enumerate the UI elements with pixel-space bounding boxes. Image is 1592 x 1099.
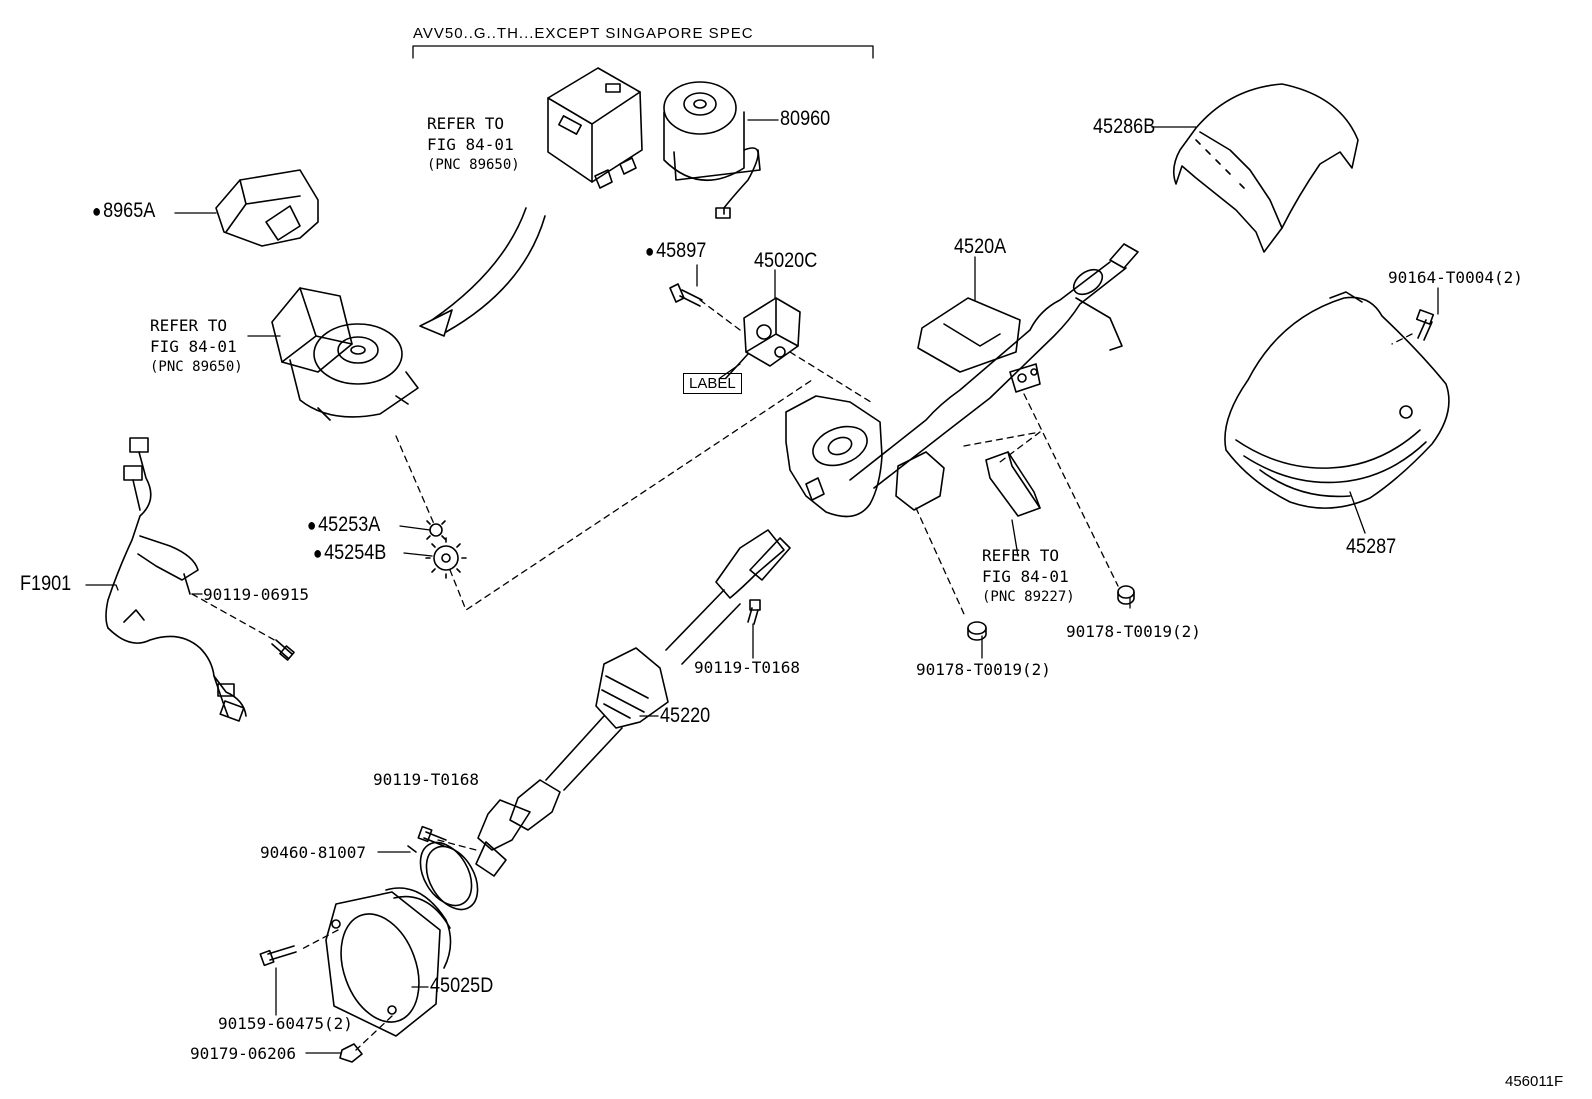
reference-line-1: REFER TO bbox=[427, 114, 505, 133]
bracket-45020c-illustration bbox=[725, 297, 801, 379]
part-label-90178-t0019-left[interactable]: 90178-T0019(2) bbox=[916, 660, 1051, 679]
motor-80960-illustration bbox=[663, 81, 761, 219]
part-label-f1901[interactable]: F1901 bbox=[20, 572, 72, 595]
part-label-45254b[interactable]: 45254B bbox=[313, 542, 386, 563]
reference-note-ecu-89227: REFER TO FIG 84-01 (PNC 89227) bbox=[982, 545, 1075, 608]
part-label-45287[interactable]: 45287 bbox=[1346, 535, 1397, 558]
wiring-harness-illustration bbox=[105, 437, 247, 722]
part-label-45025d[interactable]: 45025D bbox=[430, 974, 494, 997]
label-tag: LABEL bbox=[683, 373, 742, 394]
part-label-45253a[interactable]: 45253A bbox=[307, 514, 380, 535]
part-label-90119-t0168-upper[interactable]: 90119-T0168 bbox=[694, 658, 800, 677]
gear-45254b-illustration bbox=[425, 537, 467, 579]
part-label-90164-t0004[interactable]: 90164-T0004(2) bbox=[1388, 268, 1523, 287]
part-label-45897[interactable]: 45897 bbox=[645, 240, 706, 261]
nut-90178-left-illustration bbox=[967, 621, 987, 641]
reference-line-3: (PNC 89650) bbox=[150, 359, 243, 375]
ecu-module-top-illustration bbox=[547, 67, 643, 189]
part-label-90178-t0019-right[interactable]: 90178-T0019(2) bbox=[1066, 622, 1201, 641]
part-label-8965a[interactable]: 8965A bbox=[92, 200, 155, 221]
reference-note-steering-lock: REFER TO FIG 84-01 (PNC 89650) bbox=[150, 315, 243, 378]
reference-line-3: (PNC 89227) bbox=[982, 589, 1075, 605]
part-label-90119-t0168-lower[interactable]: 90119-T0168 bbox=[373, 770, 479, 789]
assembly-arrow bbox=[419, 207, 546, 337]
cover-8965a-illustration bbox=[215, 169, 319, 247]
reference-line-2: FIG 84-01 bbox=[427, 135, 514, 154]
steering-lock-assembly-illustration bbox=[271, 287, 419, 421]
reference-line-2: FIG 84-01 bbox=[982, 567, 1069, 586]
lower-cover-45287-illustration bbox=[1224, 291, 1450, 509]
nut-90179-illustration bbox=[339, 1043, 363, 1063]
part-label-90460-81007[interactable]: 90460-81007 bbox=[260, 843, 366, 862]
part-label-45020c[interactable]: 45020C bbox=[754, 249, 818, 272]
reference-line-3: (PNC 89650) bbox=[427, 157, 520, 173]
bolt-90159-illustration bbox=[259, 945, 297, 967]
part-label-45220[interactable]: 45220 bbox=[660, 704, 711, 727]
bolt-45897-illustration bbox=[669, 283, 703, 307]
clamp-90460-illustration bbox=[407, 841, 479, 911]
ecu-89227-illustration bbox=[985, 451, 1041, 517]
upper-cover-45286b-illustration bbox=[1172, 83, 1359, 253]
steering-column-4520a-illustration bbox=[785, 243, 1139, 518]
intermediate-shaft-45220-illustration bbox=[475, 529, 791, 877]
leader-lines bbox=[85, 119, 1439, 1054]
figure-id: 456011F bbox=[1505, 1073, 1564, 1090]
part-label-45286b[interactable]: 45286B bbox=[1093, 115, 1156, 138]
bolt-90119-t0168-upper-illustration bbox=[747, 599, 761, 625]
dashed-assembly-lines bbox=[191, 299, 1413, 1051]
boot-45025d-illustration bbox=[325, 887, 452, 1037]
reference-line-1: REFER TO bbox=[150, 316, 228, 335]
reference-line-1: REFER TO bbox=[982, 546, 1060, 565]
part-label-4520a[interactable]: 4520A bbox=[954, 235, 1007, 258]
part-label-90119-06915[interactable]: 90119-06915 bbox=[203, 585, 309, 604]
variant-bracket bbox=[412, 45, 874, 59]
reference-line-2: FIG 84-01 bbox=[150, 337, 237, 356]
part-label-80960[interactable]: 80960 bbox=[780, 107, 831, 130]
screw-90164-illustration bbox=[1415, 309, 1435, 341]
nut-90178-right-illustration bbox=[1117, 585, 1135, 605]
part-label-90159-60475[interactable]: 90159-60475(2) bbox=[218, 1014, 353, 1033]
part-label-90179-06206[interactable]: 90179-06206 bbox=[190, 1044, 296, 1063]
bolt-90119-06915-illustration bbox=[271, 639, 295, 661]
variant-note: AVV50..G..TH...EXCEPT SINGAPORE SPEC bbox=[413, 25, 754, 42]
reference-note-ecu-top: REFER TO FIG 84-01 (PNC 89650) bbox=[427, 113, 520, 176]
